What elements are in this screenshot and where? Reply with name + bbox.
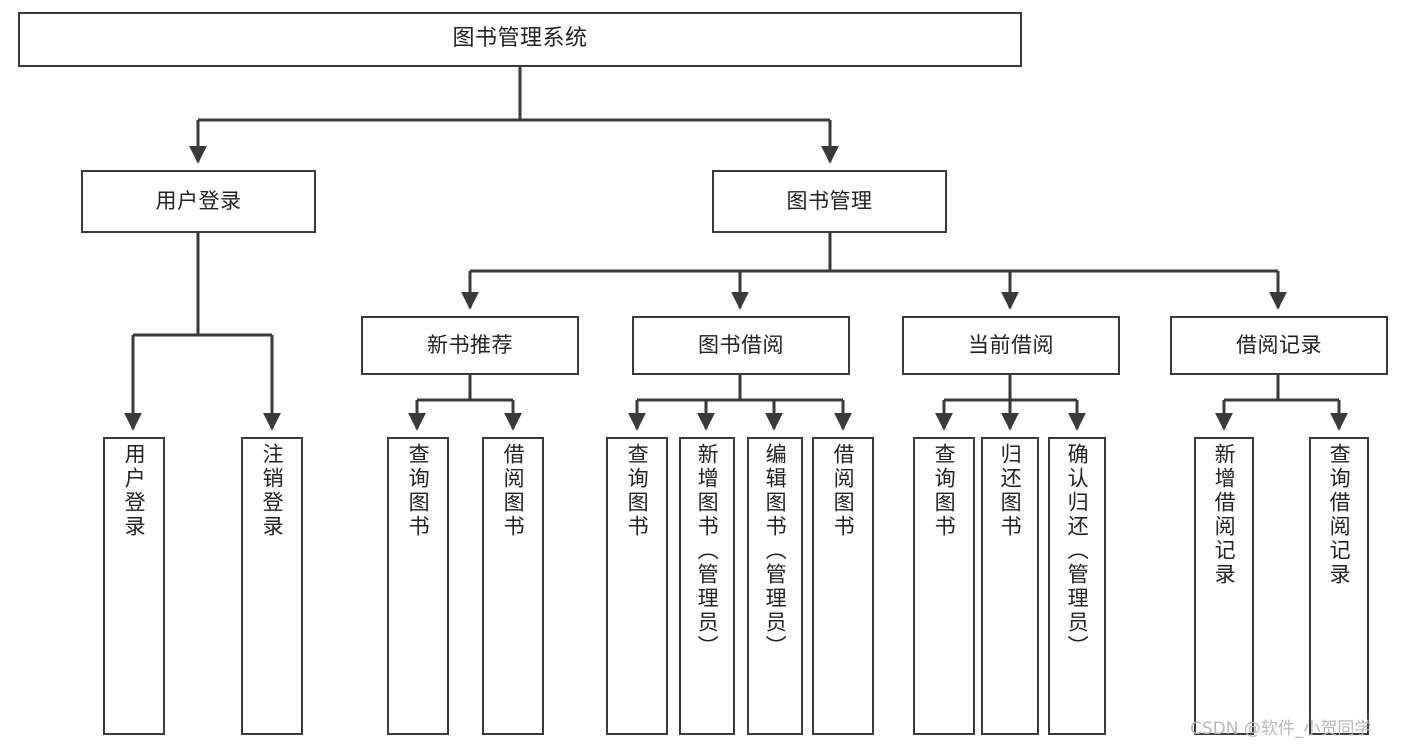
- node-book-manage-label: 图书管理: [786, 188, 873, 213]
- node-book-manage[interactable]: 图书管理: [712, 170, 947, 233]
- node-leaf-return-book[interactable]: 归还图书: [981, 437, 1039, 735]
- node-leaf-query-book-1-label: 查询图书: [406, 443, 431, 539]
- node-borrow-record-label: 借阅记录: [1236, 332, 1322, 357]
- node-current-borrow[interactable]: 当前借阅: [902, 316, 1120, 375]
- node-leaf-add-book-admin-label: 新增图书（管理员）: [695, 443, 720, 659]
- node-leaf-add-borrow-record[interactable]: 新增借阅记录: [1194, 437, 1254, 735]
- node-current-borrow-label: 当前借阅: [968, 332, 1054, 357]
- node-new-book-recommend-label: 新书推荐: [427, 332, 513, 357]
- csdn-watermark: CSDN @软件_小贺同学: [1190, 719, 1372, 739]
- node-leaf-logout-login[interactable]: 注销登录: [241, 437, 303, 735]
- node-root[interactable]: 图书管理系统: [18, 12, 1022, 67]
- node-root-label: 图书管理系统: [452, 26, 588, 52]
- node-leaf-borrow-book-1-label: 借阅图书: [501, 443, 526, 539]
- node-book-borrow-label: 图书借阅: [698, 332, 784, 357]
- node-leaf-query-borrow-record-label: 查询借阅记录: [1327, 443, 1352, 587]
- node-leaf-query-book-3[interactable]: 查询图书: [913, 437, 975, 735]
- node-leaf-confirm-return-admin-label: 确认归还（管理员）: [1065, 443, 1090, 659]
- node-leaf-query-book-2[interactable]: 查询图书: [606, 437, 668, 735]
- node-leaf-borrow-book-2[interactable]: 借阅图书: [812, 437, 874, 735]
- node-leaf-return-book-label: 归还图书: [998, 443, 1023, 539]
- node-leaf-borrow-book-1[interactable]: 借阅图书: [482, 437, 544, 735]
- node-leaf-query-book-2-label: 查询图书: [625, 443, 650, 539]
- node-user-login-label: 用户登录: [155, 188, 242, 213]
- node-leaf-add-borrow-record-label: 新增借阅记录: [1212, 443, 1237, 587]
- node-leaf-borrow-book-2-label: 借阅图书: [831, 443, 856, 539]
- node-leaf-query-book-1[interactable]: 查询图书: [387, 437, 449, 735]
- node-leaf-query-borrow-record[interactable]: 查询借阅记录: [1309, 437, 1369, 735]
- node-leaf-query-book-3-label: 查询图书: [932, 443, 957, 539]
- node-leaf-edit-book-admin-label: 编辑图书（管理员）: [763, 443, 788, 659]
- node-leaf-edit-book-admin[interactable]: 编辑图书（管理员）: [747, 437, 803, 735]
- node-borrow-record[interactable]: 借阅记录: [1170, 316, 1388, 375]
- node-leaf-user-login[interactable]: 用户登录: [103, 437, 165, 735]
- node-user-login[interactable]: 用户登录: [81, 170, 316, 233]
- node-leaf-user-login-label: 用户登录: [122, 443, 147, 539]
- node-leaf-add-book-admin[interactable]: 新增图书（管理员）: [679, 437, 735, 735]
- node-new-book-recommend[interactable]: 新书推荐: [361, 316, 579, 375]
- node-book-borrow[interactable]: 图书借阅: [632, 316, 850, 375]
- node-leaf-confirm-return-admin[interactable]: 确认归还（管理员）: [1048, 437, 1106, 735]
- node-leaf-logout-login-label: 注销登录: [260, 443, 285, 539]
